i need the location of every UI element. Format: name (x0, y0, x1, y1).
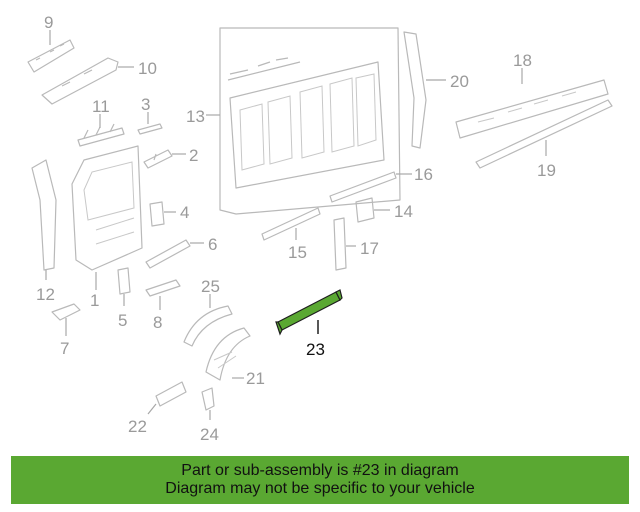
part-13: 13 (186, 27, 401, 215)
part-11: 11 (77, 97, 125, 147)
part-8: 8 (145, 279, 181, 332)
callout-4: 4 (180, 203, 189, 222)
callout-5: 5 (118, 311, 127, 330)
callout-19: 19 (537, 161, 556, 180)
callout-9: 9 (44, 13, 53, 32)
part-18: 18 (455, 51, 609, 139)
callout-10: 10 (138, 59, 157, 78)
part-22: 22 (128, 381, 187, 436)
part-7: 7 (51, 303, 81, 358)
callout-14: 14 (394, 202, 413, 221)
callout-3: 3 (141, 95, 150, 114)
callout-2: 2 (189, 146, 198, 165)
part-15: 15 (261, 207, 321, 262)
part-9: 9 (27, 13, 75, 73)
banner-line-1: Part or sub-assembly is #23 in diagram (181, 462, 459, 479)
callout-12: 12 (36, 285, 55, 304)
part-12: 12 (31, 159, 57, 304)
callout-22: 22 (128, 417, 147, 436)
part-14: 14 (355, 197, 413, 223)
callout-25: 25 (201, 277, 220, 296)
part-21: 21 (205, 327, 265, 388)
part-6: 6 (145, 235, 217, 269)
callout-24: 24 (200, 425, 219, 444)
callout-7: 7 (60, 339, 69, 358)
part-23: 23 (275, 289, 343, 359)
part-19: 19 (475, 99, 613, 180)
parts-diagram: 9 10 11 3 2 13 20 (27, 13, 613, 444)
callout-23: 23 (306, 340, 325, 359)
part-16: 16 (329, 165, 433, 203)
callout-15: 15 (288, 243, 307, 262)
part-3: 3 (137, 95, 163, 135)
banner-line-2: Diagram may not be specific to your vehi… (165, 480, 475, 497)
callout-1: 1 (90, 291, 99, 310)
callout-6: 6 (208, 235, 217, 254)
part-4: 4 (149, 201, 189, 227)
part-1: 1 (71, 145, 143, 310)
callout-20: 20 (450, 72, 469, 91)
callout-13: 13 (186, 107, 205, 126)
part-2: 2 (143, 146, 198, 169)
part-25: 25 (183, 277, 233, 347)
callout-21: 21 (246, 369, 265, 388)
callout-18: 18 (513, 51, 532, 70)
info-banner: Part or sub-assembly is #23 in diagram D… (11, 456, 629, 504)
part-17: 17 (333, 217, 379, 271)
callout-8: 8 (153, 313, 162, 332)
callout-11: 11 (92, 97, 110, 116)
part-10: 10 (41, 57, 157, 105)
part-24: 24 (200, 387, 219, 444)
callout-16: 16 (414, 165, 433, 184)
callout-17: 17 (360, 239, 379, 258)
part-20: 20 (403, 31, 469, 149)
part-5: 5 (117, 267, 131, 330)
